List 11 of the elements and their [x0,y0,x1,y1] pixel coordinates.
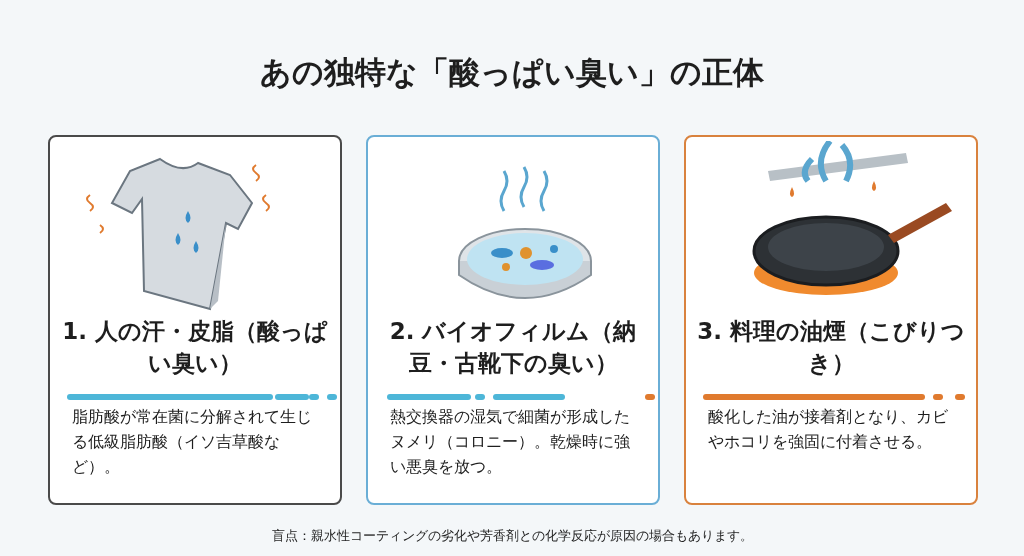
card-heading: 2. バイオフィルム（納豆・古靴下の臭い） [388,317,638,378]
note: 盲点：親水性コーティングの劣化や芳香剤との化学反応が原因の場合もあります。 [271,528,753,545]
card-heading: 1. 人の汗・皮脂（酸っぱい臭い） [61,317,329,378]
card-heading: 3. 料理の油煙（こびりつき） [696,317,966,378]
description: 熱交換器の湿気で細菌が形成したヌメリ（コロニー）。乾燥時に強い悪臭を放つ。 [390,407,631,478]
card [684,135,978,505]
title: あの独特な「酸っぱい臭い」の正体 [260,54,764,90]
description: 酸化した油が接着剤となり、カビやホコリを強固に付着させる。 [708,407,949,453]
card [366,135,660,505]
card [48,135,342,505]
description: 脂肪酸が常在菌に分解されて生じる低級脂肪酸（イソ吉草酸など）。 [72,407,313,478]
